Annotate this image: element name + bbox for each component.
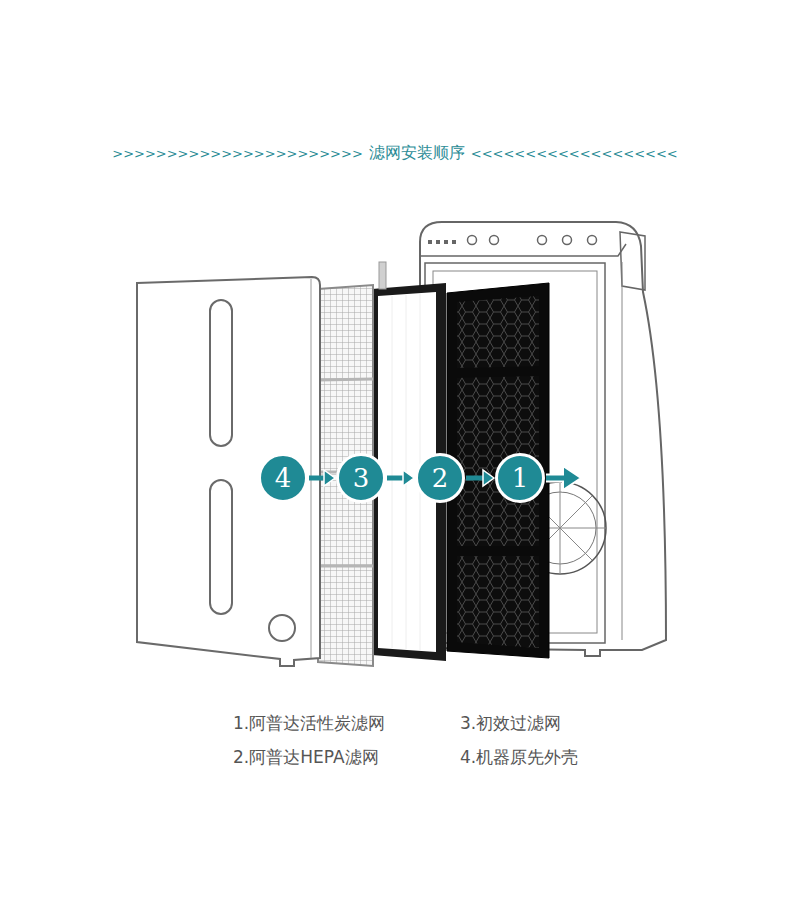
arrow-head bbox=[403, 470, 414, 486]
button bbox=[490, 236, 499, 245]
arrow-shaft bbox=[546, 476, 566, 481]
arrow-head bbox=[324, 470, 335, 486]
callout-number: 4 bbox=[275, 465, 292, 491]
step-arrow bbox=[466, 470, 494, 486]
cover-slot bbox=[210, 480, 232, 614]
cover-sensor bbox=[269, 615, 295, 641]
caption-item: 4.机器原先外壳 bbox=[460, 746, 578, 769]
cover-slot bbox=[210, 300, 232, 446]
callout-number: 1 bbox=[512, 465, 529, 491]
caption-item: 1.阿普达活性炭滤网 bbox=[233, 712, 385, 735]
button bbox=[563, 236, 572, 245]
button bbox=[538, 236, 547, 245]
caption-text: 2.阿普达HEPA滤网 bbox=[233, 747, 379, 767]
pull-tab bbox=[379, 262, 386, 289]
button bbox=[588, 236, 597, 245]
arrow-shaft bbox=[466, 476, 485, 481]
title-row: >>>>>>>>>>>>>>>>>>>>>>> 滤网安装顺序 <<<<<<<<<<<… bbox=[0, 143, 790, 164]
step-circle: 2 bbox=[415, 453, 465, 503]
caption-text: 3.初效过滤网 bbox=[460, 713, 561, 733]
handle bbox=[620, 232, 645, 290]
title-decoration: >>>>>>>>>>>>>>>>>>>>>>> bbox=[112, 146, 363, 161]
caption-item: 2.阿普达HEPA滤网 bbox=[233, 746, 379, 769]
pre-filter bbox=[318, 262, 386, 666]
step-circle: 3 bbox=[336, 453, 386, 503]
step-circle: 4 bbox=[258, 453, 308, 503]
caption-text: 1.阿普达活性炭滤网 bbox=[233, 713, 385, 733]
caption-item: 3.初效过滤网 bbox=[460, 712, 561, 735]
title-decoration: <<<<<<<<<<<<<<<<<<< bbox=[471, 146, 678, 161]
callout-number: 3 bbox=[353, 465, 370, 491]
side-edge bbox=[622, 262, 623, 640]
front-cover bbox=[137, 277, 320, 666]
carbon-panel bbox=[457, 556, 539, 648]
indicator bbox=[444, 240, 448, 244]
step-arrow bbox=[387, 470, 414, 486]
indicator bbox=[428, 240, 432, 244]
step-arrow bbox=[309, 470, 335, 486]
insert-arrow bbox=[546, 466, 581, 490]
indicator bbox=[452, 240, 456, 244]
carbon-panel bbox=[457, 296, 539, 368]
cover-edge bbox=[311, 279, 312, 658]
callout-number: 2 bbox=[432, 465, 449, 491]
step-circle: 1 bbox=[495, 453, 545, 503]
control-panel-edge bbox=[420, 244, 626, 256]
diagram-title: 滤网安装顺序 bbox=[369, 143, 465, 164]
caption-text: 4.机器原先外壳 bbox=[460, 747, 578, 767]
arrow-head bbox=[483, 470, 494, 486]
indicator bbox=[436, 240, 440, 244]
button bbox=[468, 236, 477, 245]
cover-outline bbox=[137, 277, 320, 666]
